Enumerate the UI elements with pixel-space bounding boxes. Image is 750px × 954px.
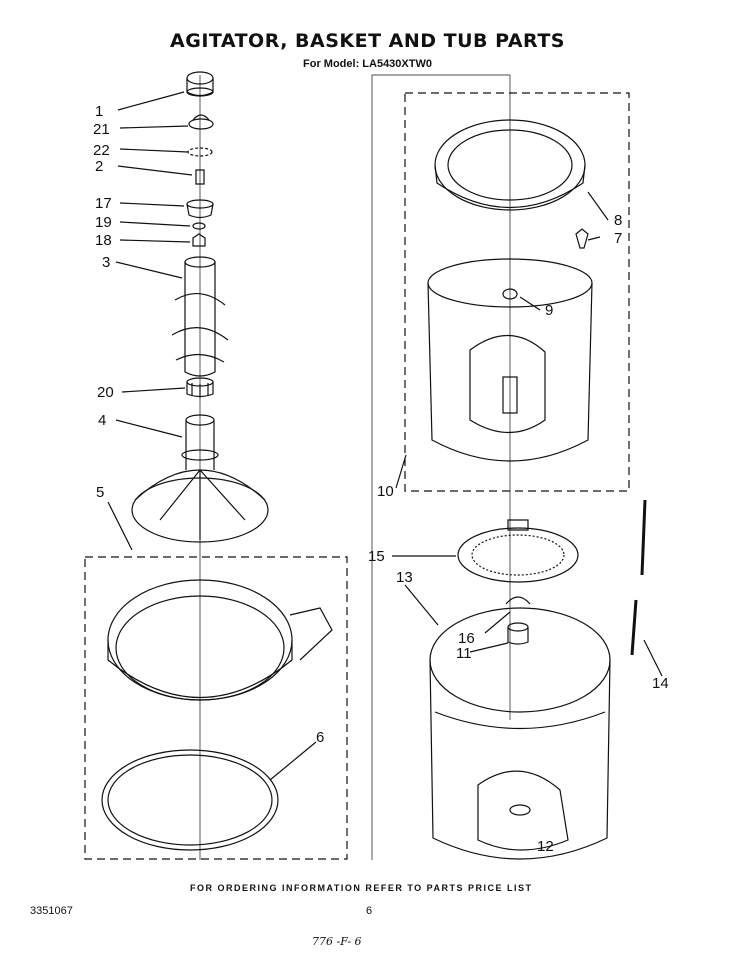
cap-clip-part (188, 114, 214, 130)
callout-15: 15 (368, 548, 385, 565)
callout-1: 1 (95, 103, 103, 120)
callout-18: 18 (95, 232, 112, 249)
dog-part (192, 233, 206, 247)
callout-19: 19 (95, 214, 112, 231)
clutch-ring-part (457, 519, 579, 583)
hose-part (630, 499, 647, 656)
bolt-part (195, 169, 205, 185)
callout-5: 5 (96, 484, 104, 501)
retainer-part (192, 222, 206, 230)
nut-part (507, 622, 529, 645)
callout-20: 20 (97, 384, 114, 401)
callout-11: 11 (456, 645, 472, 662)
page-number: 6 (366, 905, 373, 917)
outer-tub-part (429, 607, 611, 860)
handwritten-note: 776 -F- 6 (312, 935, 362, 948)
callout-22: 22 (93, 142, 110, 159)
callout-2: 2 (95, 158, 103, 175)
callout-10: 10 (377, 483, 394, 500)
callout-8: 8 (614, 212, 622, 229)
balance-ring-part (434, 119, 586, 211)
agitator-cap-part (186, 71, 214, 97)
callout-9: 9 (545, 302, 553, 319)
callout-13: 13 (396, 569, 413, 586)
callout-16: 16 (458, 630, 475, 647)
clamp-part (505, 596, 531, 605)
callout-7: 7 (614, 230, 622, 247)
model-subtitle: For Model: LA5430XTW0 (303, 58, 432, 70)
drive-bell-part (186, 377, 214, 398)
dog-housing-part (186, 199, 214, 219)
agitator-barrel-part (171, 256, 229, 377)
seal-ring-large-part (101, 749, 279, 851)
callout-17: 17 (95, 195, 112, 212)
tub-ring-part (107, 579, 333, 701)
tub-ring-group-box (84, 556, 348, 860)
callout-6: 6 (316, 729, 324, 746)
model-bracket-line (371, 74, 510, 860)
document-code: 3351067 (30, 905, 73, 917)
spin-basket-part (427, 258, 593, 462)
callout-4: 4 (98, 412, 106, 429)
agitator-base-part (131, 414, 269, 543)
callout-12: 12 (537, 838, 554, 855)
page-title: AGITATOR, BASKET AND TUB PARTS (170, 30, 565, 52)
basket-group-box (404, 92, 630, 492)
ordering-note: FOR ORDERING INFORMATION REFER TO PARTS … (190, 883, 533, 893)
callout-14: 14 (652, 675, 669, 692)
callout-21: 21 (93, 121, 110, 138)
callout-3: 3 (102, 254, 110, 271)
ring-screw-part (575, 228, 589, 249)
